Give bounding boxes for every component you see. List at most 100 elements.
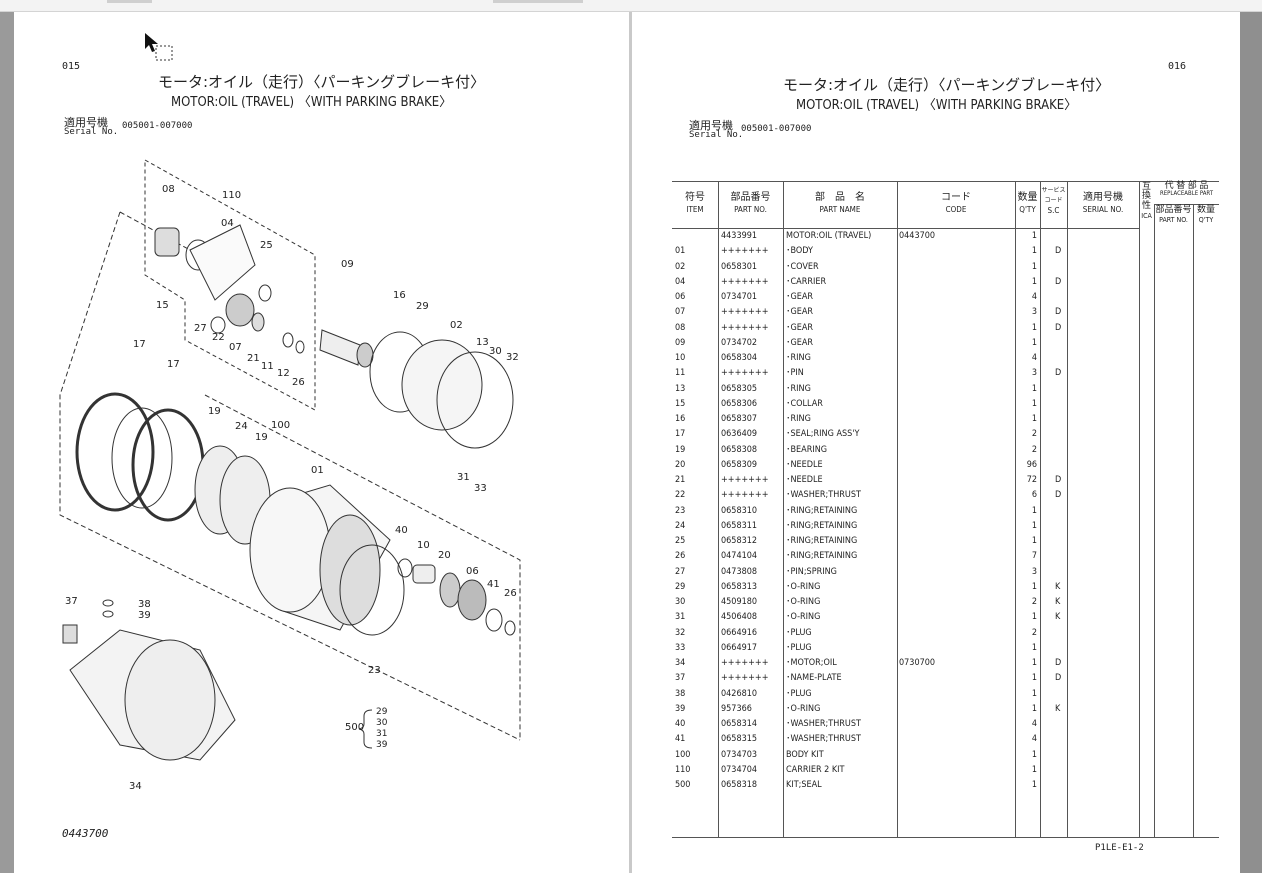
cell-qty: 1	[1031, 581, 1037, 592]
callout: 32	[506, 352, 519, 363]
callout: 24	[235, 421, 248, 432]
seal-17	[131, 408, 205, 522]
cell-code: 0730700	[899, 658, 936, 668]
cell-part-name: ･RING	[786, 353, 811, 363]
cell-code: 0443700	[899, 231, 936, 241]
cell-part-name: MOTOR:OIL (TRAVEL)	[786, 231, 872, 241]
cell-qty: 2	[1031, 429, 1037, 440]
callout: 34	[129, 781, 142, 792]
cell-item: 11	[675, 368, 686, 379]
toolbar-control[interactable]	[493, 0, 583, 3]
cell-part-no: 0658313	[721, 581, 758, 592]
cell-sc: D	[1055, 490, 1062, 501]
callout: 27	[194, 323, 207, 334]
cell-part-name: ･GEAR	[786, 307, 814, 318]
viewer-gutter-left	[0, 12, 14, 873]
serial-range: 005001-007000	[741, 124, 812, 134]
callout: 07	[229, 342, 242, 353]
cell-qty: 4	[1031, 734, 1037, 745]
callout: 29	[416, 301, 429, 312]
cell-part-no: 0658309	[721, 459, 758, 470]
cell-item: 100	[675, 749, 691, 760]
cell-part-no: 957366	[721, 703, 752, 714]
cell-part-no: +++++++	[721, 307, 769, 318]
cell-item: 39	[675, 703, 686, 714]
callout: 10	[417, 540, 430, 551]
cell-qty: 1	[1031, 749, 1037, 760]
cell-part-name: ･BEARING	[786, 444, 828, 455]
callout: 26	[292, 377, 305, 388]
diagram-code: 0443700	[62, 827, 109, 840]
seal-17	[75, 392, 155, 512]
kit-item: 30	[376, 718, 388, 728]
callout: 33	[474, 483, 487, 494]
cell-part-name: ･RING	[786, 414, 811, 424]
cell-part-name: ･NEEDLE	[786, 459, 823, 470]
callout: 19	[208, 406, 221, 417]
cell-qty: 6	[1031, 490, 1037, 501]
callout: 25	[260, 240, 273, 251]
callout: 20	[438, 550, 451, 561]
gear-06	[457, 579, 487, 621]
cell-part-name: ･PIN	[786, 368, 804, 379]
carrier-04	[189, 224, 256, 301]
cell-item: 27	[675, 566, 686, 577]
cell-item: 04	[675, 276, 686, 287]
cell-item: 08	[675, 322, 686, 333]
cell-part-name: ･COVER	[786, 261, 819, 272]
cell-item: 40	[675, 719, 686, 729]
cell-part-no: 0658307	[721, 414, 758, 424]
cell-part-name: ･RING;RETAINING	[786, 536, 858, 546]
cell-part-no: +++++++	[721, 322, 769, 333]
cell-qty: 3	[1031, 368, 1037, 379]
gear-08	[154, 227, 180, 257]
callout: 100	[271, 420, 290, 431]
cell-sc: D	[1055, 475, 1062, 485]
toolbar-control[interactable]	[107, 0, 152, 3]
cell-qty: 1	[1031, 703, 1037, 714]
cell-item: 41	[675, 734, 686, 745]
cell-item: 29	[675, 581, 686, 592]
cell-item: 33	[675, 642, 686, 653]
callout: 04	[221, 218, 234, 229]
callout: 08	[162, 184, 175, 195]
cell-qty: 1	[1031, 642, 1037, 653]
cell-part-no: 4509180	[721, 597, 758, 607]
cell-part-name: ･RING;RETAINING	[786, 520, 858, 531]
viewer-toolbar	[0, 0, 1262, 12]
cell-part-no: 0658314	[721, 719, 758, 729]
title-en: MOTOR:OIL (TRAVEL) 〈WITH PARKING BRAKE〉	[171, 95, 453, 110]
cell-qty: 1	[1031, 261, 1037, 272]
callout: 110	[222, 190, 241, 201]
page-divider	[629, 12, 632, 873]
scrollbar[interactable]	[1240, 12, 1262, 873]
cell-part-no: 4506408	[721, 612, 758, 623]
cell-part-no: +++++++	[721, 368, 769, 379]
cell-part-name: ･NEEDLE	[786, 475, 823, 485]
cell-qty: 4	[1031, 292, 1037, 302]
cell-part-name: ･MOTOR;OIL	[786, 658, 837, 668]
body-01	[249, 487, 331, 613]
callout: 40	[395, 525, 408, 536]
cell-item: 02	[675, 261, 686, 272]
cell-qty: 1	[1031, 658, 1037, 668]
cell-part-name: ･WASHER;THRUST	[786, 719, 861, 729]
callout: 26	[504, 588, 517, 599]
cell-part-no: +++++++	[721, 276, 769, 287]
